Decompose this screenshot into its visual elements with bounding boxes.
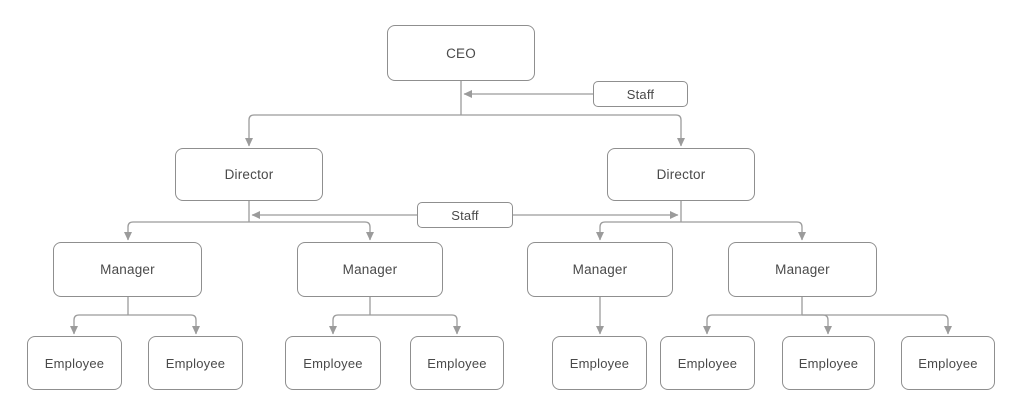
node-manager-4: Manager [728,242,877,297]
edge-director-right-manager-3 [596,221,681,241]
node-manager-2-label: Manager [342,262,398,277]
edge-ceo-director-right [461,114,685,147]
edge-manager-4-employee-6 [703,314,802,335]
edge-director-left-manager-1 [124,221,249,241]
node-employee-8: Employee [901,336,995,390]
node-ceo-label: CEO [446,45,476,61]
node-ceo: CEO [387,25,535,81]
node-employee-5: Employee [552,336,647,390]
node-manager-1: Manager [53,242,202,297]
node-manager-1-label: Manager [100,262,155,277]
edge-manager-1-employee-1 [70,314,128,335]
node-employee-6-label: Employee [677,355,738,371]
node-employee-2: Employee [148,336,243,390]
node-staff-directors-label: Staff [451,207,479,223]
node-director-left: Director [175,148,323,201]
node-employee-7: Employee [782,336,875,390]
node-employee-5-label: Employee [569,355,630,371]
node-staff-ceo: Staff [593,81,688,107]
node-employee-3: Employee [285,336,381,390]
edge-director-left-manager-2 [249,221,374,241]
node-manager-4-label: Manager [775,262,830,277]
edge-ceo-director-left [245,114,461,147]
node-employee-6: Employee [660,336,755,390]
edge-director-right-manager-4 [681,221,806,241]
node-employee-3-label: Employee [303,355,363,371]
node-employee-1: Employee [27,336,122,390]
node-manager-2: Manager [297,242,443,297]
edge-manager-2-employee-4 [370,314,461,335]
node-employee-2-label: Employee [165,355,226,371]
node-manager-3: Manager [527,242,673,297]
edge-manager-4-employee-7 [802,314,832,335]
node-employee-1-label: Employee [44,355,105,371]
node-employee-4-label: Employee [427,355,487,371]
node-staff-directors: Staff [417,202,513,228]
node-director-left-label: Director [224,167,274,182]
node-manager-3-label: Manager [572,262,628,277]
node-employee-8-label: Employee [918,355,978,371]
node-employee-4: Employee [410,336,504,390]
edge-manager-1-employee-2 [128,314,200,335]
node-director-right-label: Director [656,167,706,182]
edge-manager-4-employee-8 [802,314,952,335]
node-staff-ceo-label: Staff [626,86,655,102]
node-director-right: Director [607,148,755,201]
node-employee-7-label: Employee [798,355,859,371]
edge-manager-2-employee-3 [329,314,370,335]
